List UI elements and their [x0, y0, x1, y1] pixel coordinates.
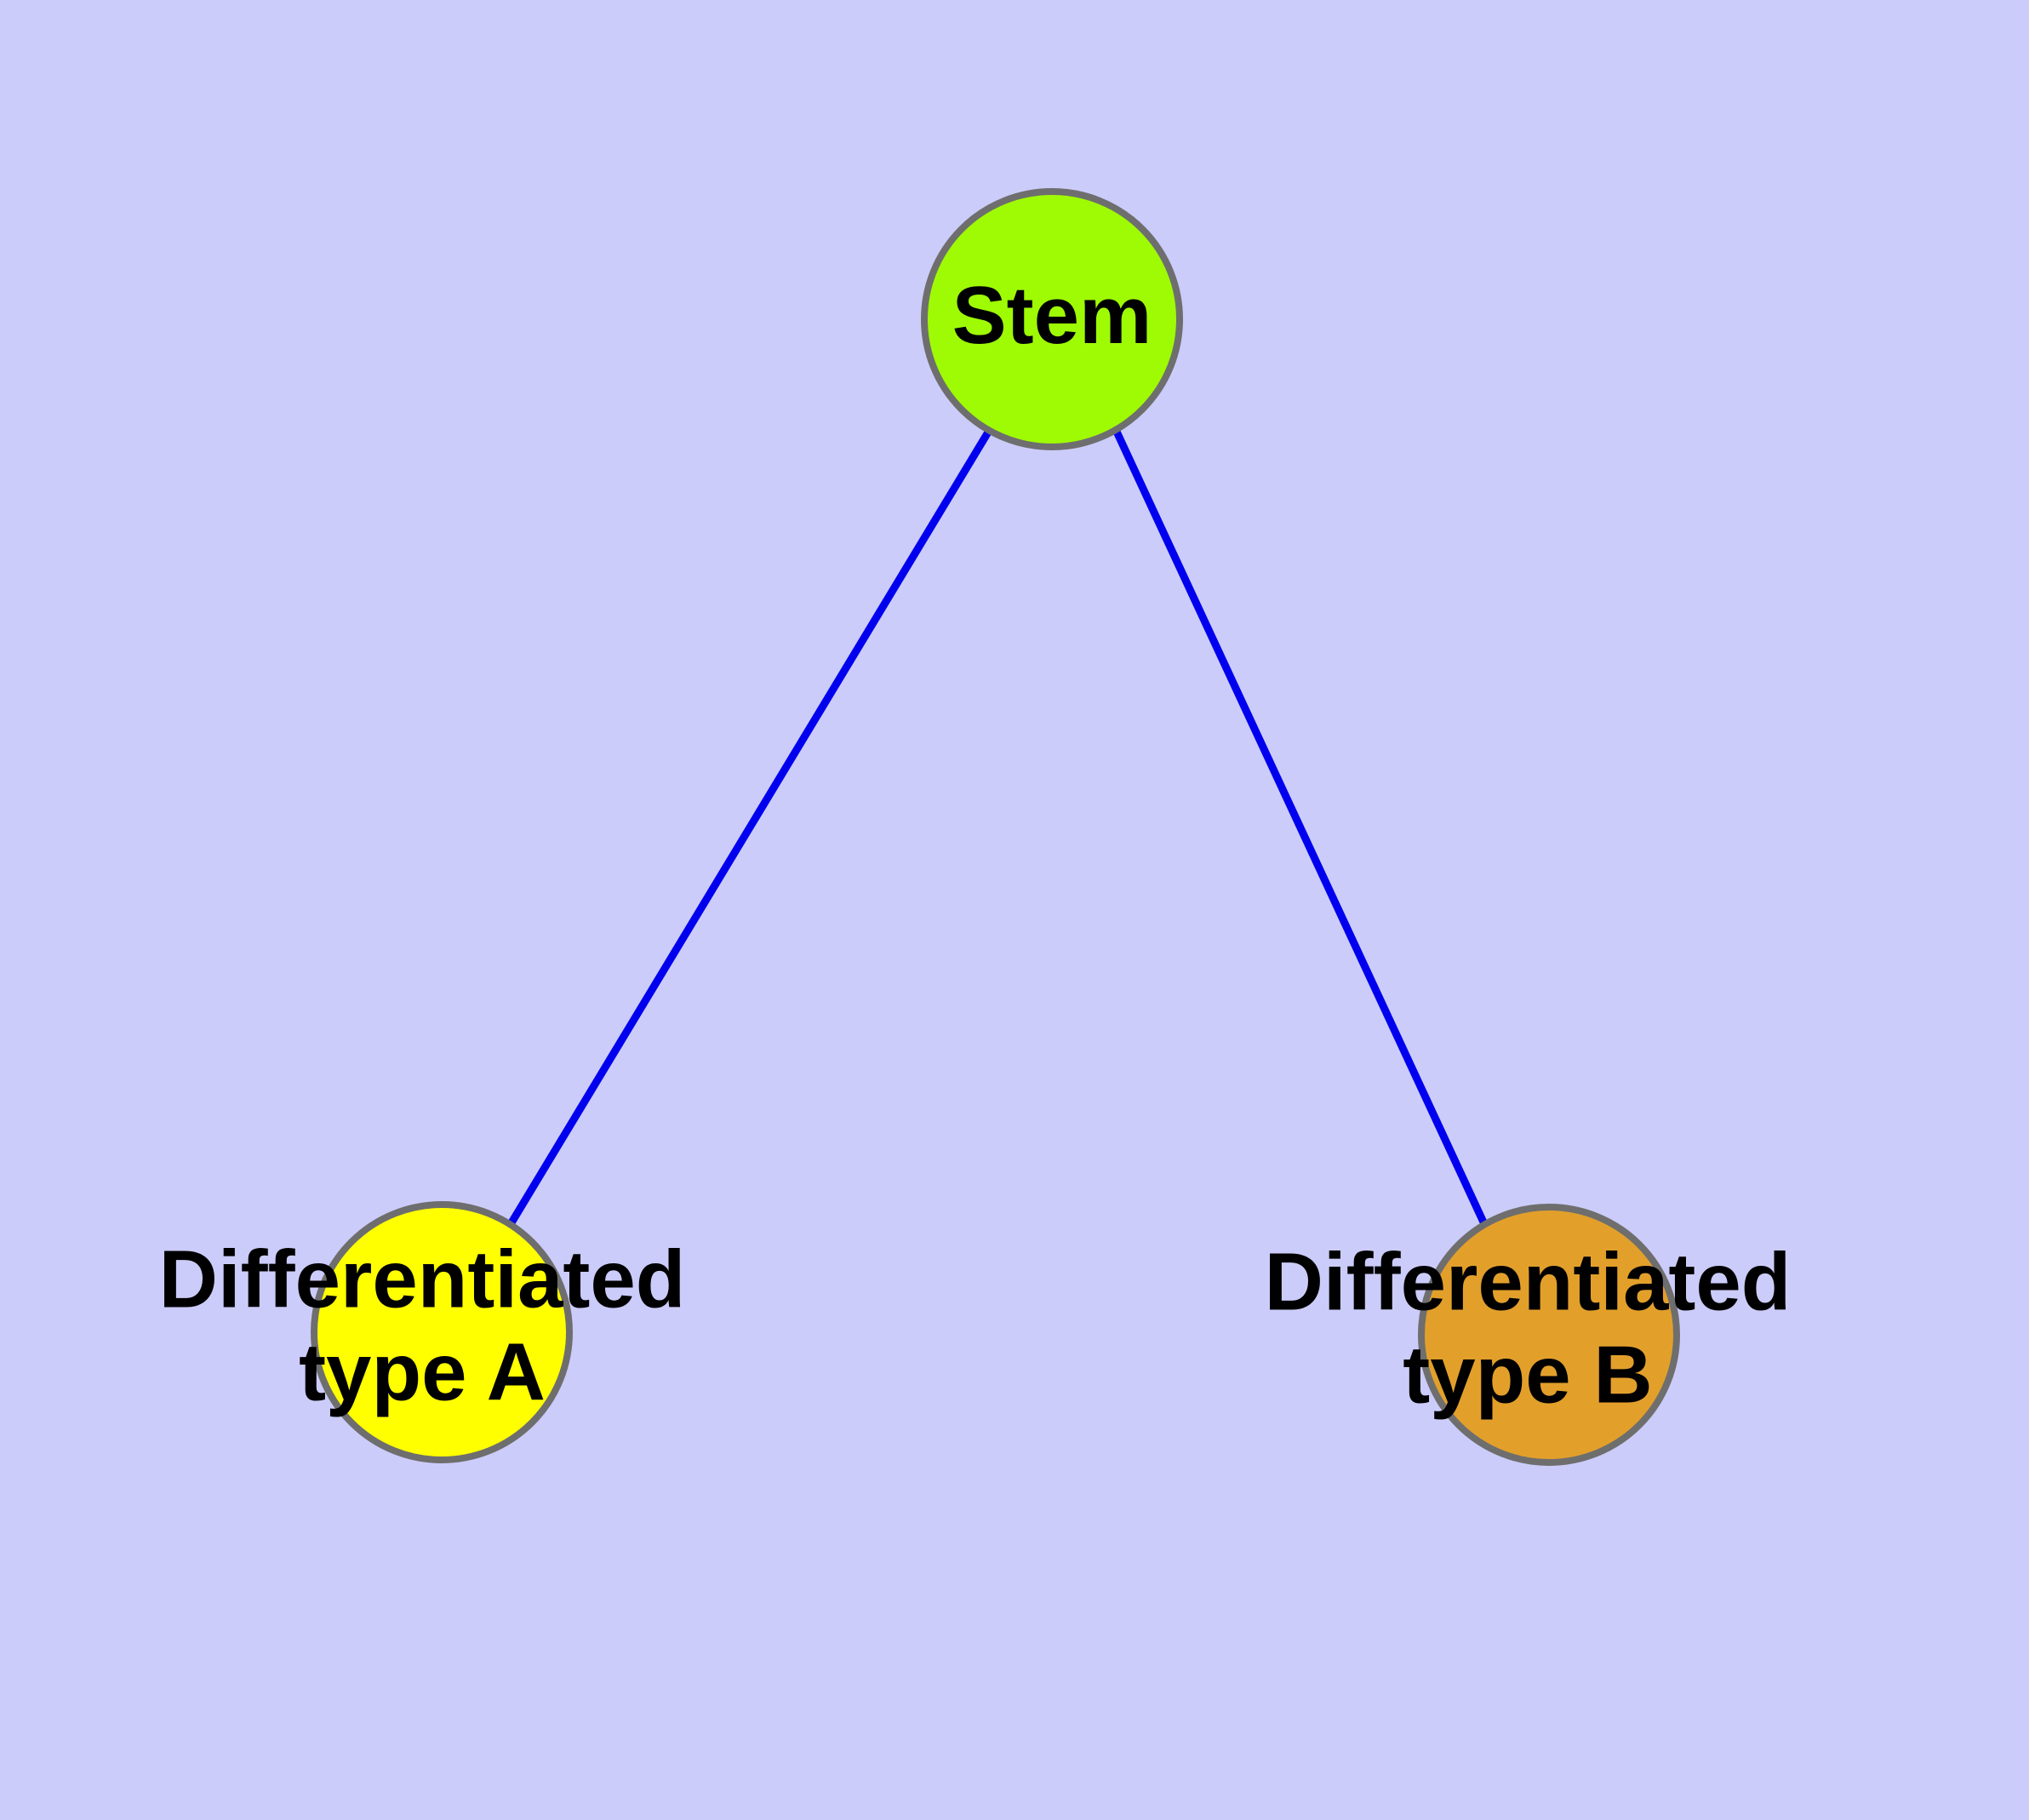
edges-layer — [507, 428, 1489, 1228]
graph-node-diff_b[interactable] — [1418, 1204, 1680, 1466]
node-label-line: type A — [299, 1327, 546, 1418]
graph-edge-stem-to-diff_b[interactable] — [1112, 430, 1489, 1228]
node-label-line: Stem — [952, 270, 1152, 361]
graph-edge-stem-to-diff_a[interactable] — [507, 428, 992, 1227]
graph-node-stem[interactable] — [921, 188, 1183, 450]
node-label-line: Differentiated — [1265, 1237, 1792, 1328]
node-label-line: Differentiated — [159, 1234, 686, 1325]
node-label-line: type B — [1403, 1330, 1652, 1421]
nodes-layer — [311, 188, 1680, 1466]
graph-node-diff_a[interactable] — [311, 1201, 573, 1463]
node-label-stem: Stem — [952, 270, 1152, 361]
